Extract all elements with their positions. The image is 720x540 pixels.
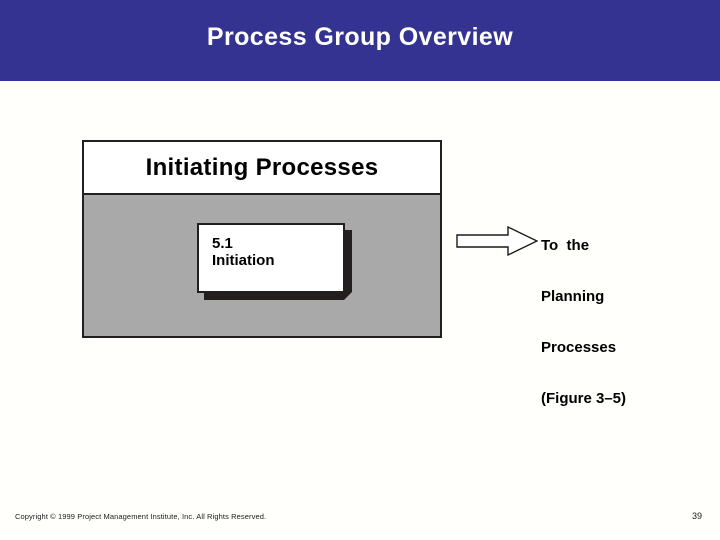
group-header-label: Initiating Processes [145, 153, 379, 181]
process-number: 5.1 [212, 235, 233, 252]
destination-caption-line-2: Planning [541, 288, 605, 305]
slide-title: Process Group Overview [206, 23, 514, 51]
group-header: Initiating Processes [84, 142, 440, 195]
process-box-text: 5.1 Initiation [212, 235, 275, 269]
process-box-initiation[interactable]: 5.1 Initiation [197, 223, 345, 293]
group-body-area: 5.1 Initiation [84, 195, 440, 336]
title-banner: Process Group Overview [0, 0, 720, 81]
destination-caption-line-4: (Figure 3–5) [541, 390, 627, 407]
process-group-diagram: Initiating Processes 5.1 Initiation [82, 140, 442, 338]
page-number: 39 [691, 511, 702, 521]
copyright-notice: Copyright © 1999 Project Management Inst… [15, 512, 267, 521]
process-box-face: 5.1 Initiation [197, 223, 345, 293]
initiating-processes-group-box: Initiating Processes 5.1 Initiation [82, 140, 442, 338]
right-arrow-outline-icon [456, 226, 538, 256]
destination-caption-line-1: To the [541, 237, 590, 254]
process-name: Initiation [212, 252, 275, 269]
destination-caption: To the Planning Processes (Figure 3–5) [541, 203, 626, 424]
destination-caption-line-3: Processes [541, 339, 617, 356]
